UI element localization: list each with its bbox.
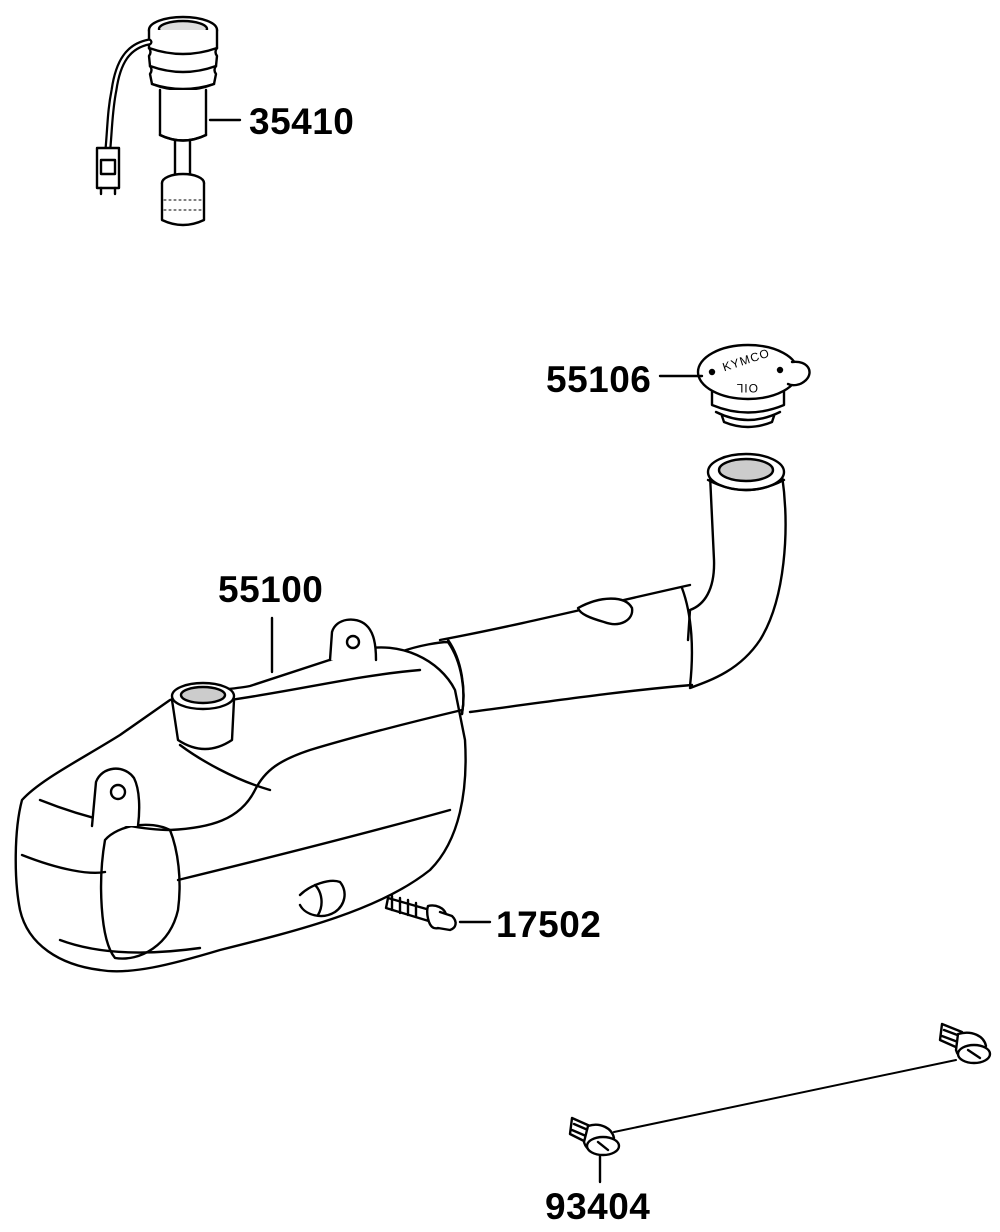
part-number-55106: 55106 bbox=[546, 359, 652, 400]
oil-level-sender-drawing bbox=[95, 15, 242, 227]
hose-fitting-drawing bbox=[384, 894, 492, 932]
part-number-55100: 55100 bbox=[218, 569, 324, 610]
oil-cap-drawing: KYMCO OIL bbox=[658, 343, 811, 429]
bolts-drawing bbox=[568, 1022, 992, 1184]
part-number-17502: 17502 bbox=[496, 904, 602, 945]
part-number-93404: 93404 bbox=[545, 1186, 651, 1227]
oil-tank-drawing bbox=[14, 452, 787, 973]
part-number-35410: 35410 bbox=[249, 101, 355, 142]
cap-oil-text: OIL bbox=[736, 381, 758, 395]
